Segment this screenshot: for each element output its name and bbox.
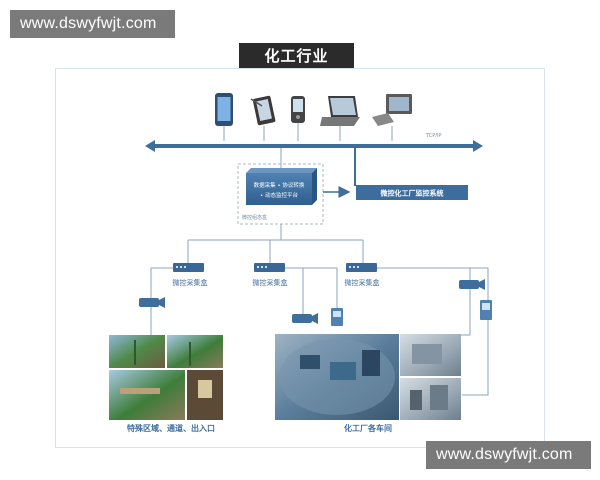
- link-camera-workshop: [440, 289, 471, 336]
- laptop-icon: [320, 96, 360, 141]
- watermark-bottom: www.dswyfwjt.com: [426, 441, 591, 469]
- diagram-frame: [55, 68, 545, 448]
- monitor-system-box: [356, 185, 468, 200]
- left-area-label: 特殊区域、通道、出入口: [127, 423, 215, 433]
- workshop-photos: [275, 334, 461, 420]
- platform-box: [246, 168, 317, 205]
- sensor-icon-right: [480, 300, 492, 320]
- collector-box-3: [346, 263, 377, 272]
- bus-label: TCP/IP: [425, 133, 441, 139]
- collector-box-1: [173, 263, 204, 272]
- desktop-pc-icon: [372, 94, 412, 141]
- collector-box-2: [254, 263, 285, 272]
- right-area-label: 化工厂各车间: [344, 423, 392, 433]
- link-collector2-sensor: [285, 267, 338, 308]
- pda-icon: [291, 96, 305, 141]
- pen-tablet-icon: [250, 95, 276, 141]
- link-collector1-camera: [150, 267, 173, 298]
- camera-icon-middle: [292, 313, 318, 324]
- sensor-icon-middle: [331, 308, 343, 326]
- collector-label-2: 微控采集盒: [253, 278, 288, 287]
- link-collector2-camera: [285, 267, 304, 314]
- tcp-ip-bus: [145, 140, 483, 152]
- platform-line1: 数据采集 • 协议转换: [254, 181, 305, 189]
- link-sensor-workshop: [462, 320, 489, 396]
- platform-caption: 微控组态盒: [242, 214, 267, 221]
- monitor-system-label: 微控化工厂监控系统: [380, 189, 444, 198]
- camera-icon-right: [459, 279, 485, 290]
- tablet-icon: [215, 93, 233, 141]
- diagram-title: 化工行业: [239, 43, 354, 69]
- link-collector3-camera: [377, 267, 471, 280]
- collector-label-1: 微控采集盒: [173, 278, 208, 287]
- watermark-top: www.dswyfwjt.com: [10, 10, 175, 38]
- special-area-photos: [109, 335, 223, 420]
- collector-label-3: 微控采集盒: [345, 278, 380, 287]
- platform-line2: • 动态监控平台: [260, 191, 298, 199]
- camera-icon-left: [139, 297, 165, 335]
